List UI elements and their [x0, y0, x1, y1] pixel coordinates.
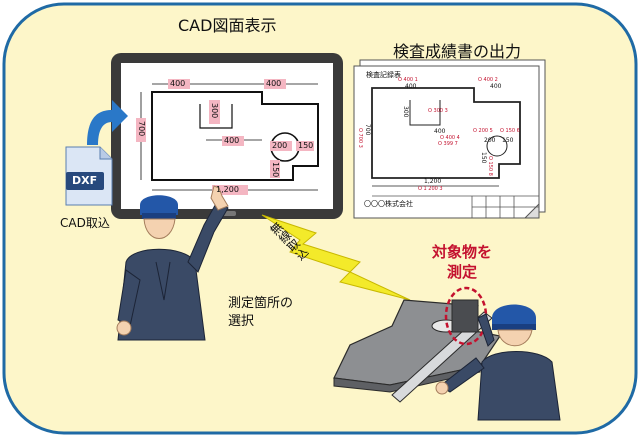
- report-company: 〇〇〇株式会社: [364, 200, 413, 208]
- report-dim-label: 150: [502, 137, 514, 144]
- report-dim-label: 200: [484, 137, 496, 144]
- select-point-label: 測定箇所の 選択: [228, 295, 293, 331]
- dxf-file-label: DXF: [72, 174, 98, 187]
- report-dim-label: 700: [364, 124, 371, 136]
- cad-display-title: CAD図面表示: [178, 16, 277, 35]
- screen-dimension-highlights: [136, 79, 314, 195]
- select-point-line2: 選択: [228, 314, 255, 329]
- worker-measuring: [435, 304, 561, 421]
- screen-dim-label: 150: [298, 141, 314, 150]
- screen-dim-label: 1,200: [216, 185, 239, 194]
- report-annotation: O 400 2: [478, 77, 498, 83]
- worker-pointing: [116, 185, 229, 341]
- screen-dim-label: 700: [137, 121, 146, 137]
- report-dim-label: 400: [434, 128, 446, 135]
- screen-dim-label: 400: [224, 136, 240, 145]
- inspection-report-sheet: [353, 59, 546, 219]
- dxf-file-icon[interactable]: [65, 146, 113, 206]
- report-output-title: 検査成績書の出力: [393, 42, 522, 61]
- report-dim-label: 1,200: [424, 178, 442, 185]
- measure-object-line2: 測定: [447, 263, 478, 281]
- cad-import-caption: CAD取込: [60, 216, 110, 230]
- report-dim-label: 400: [490, 83, 502, 90]
- report-annotation: O 400 4: [440, 135, 460, 141]
- select-point-line1: 測定箇所の: [228, 296, 294, 311]
- screen-dim-label[interactable]: 200: [272, 141, 288, 150]
- report-header: 検査記録表: [366, 71, 401, 79]
- report-annotation: O 150 8: [487, 156, 493, 176]
- screen-dim-label: 400: [266, 79, 282, 88]
- report-dim-label: 400: [405, 83, 417, 90]
- report-annotation: O 700 3: [357, 128, 363, 148]
- report-annotation: O 200 5: [473, 128, 493, 134]
- measure-object-label: 対象物を 測定: [432, 242, 492, 282]
- report-annotation: O 399 7: [438, 141, 458, 147]
- report-annotation: O 300 3: [428, 108, 448, 114]
- screen-dim-label: 150: [271, 162, 280, 178]
- import-arrow-icon: [87, 100, 128, 145]
- measure-object-line1: 対象物を: [432, 243, 493, 261]
- screen-dim-label: 300: [210, 103, 219, 119]
- report-annotation: O 150 6: [500, 128, 520, 134]
- report-annotation: O 1 200 3: [418, 186, 443, 192]
- report-annotation: O 400 1: [398, 77, 418, 83]
- report-dim-label: 150: [480, 152, 487, 164]
- report-dim-label: 300: [402, 106, 409, 118]
- screen-dim-label: 400: [170, 79, 186, 88]
